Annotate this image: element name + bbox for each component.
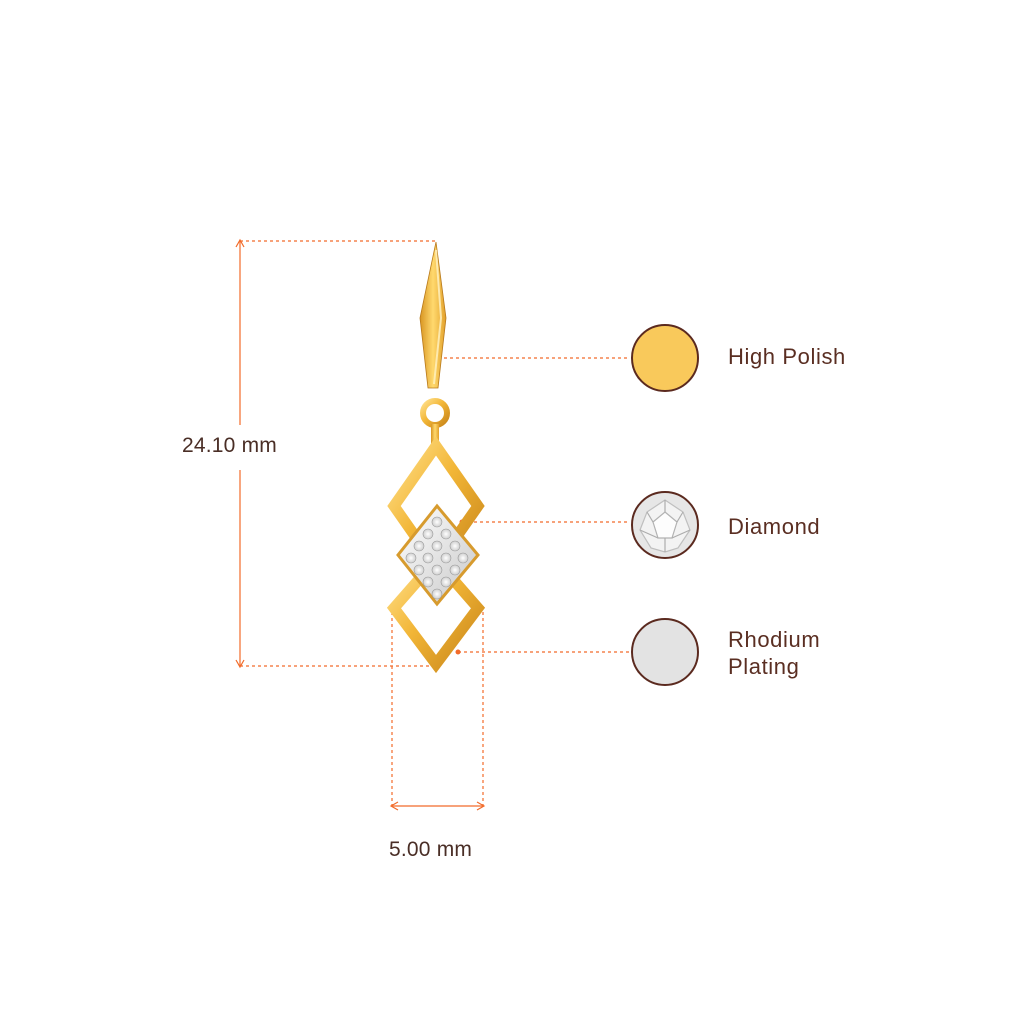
earring-illustration (386, 241, 486, 674)
callout-leaders (432, 357, 630, 653)
earring-spike (419, 241, 447, 389)
material-label-diamond: Diamond (728, 514, 821, 539)
width-arrow-right (476, 801, 486, 811)
height-dimension (235, 238, 440, 669)
earring-lower-frame (386, 551, 486, 674)
swatch-diamond (631, 491, 699, 559)
height-dimension-label: 24.10 mm (182, 434, 277, 457)
height-arrow-top (235, 238, 245, 248)
height-arrow-bottom (235, 659, 245, 669)
width-dimension (389, 606, 486, 811)
swatch-high-polish (631, 324, 699, 392)
earring-jump-ring (420, 398, 450, 428)
diamond-facets-icon (639, 499, 691, 553)
material-label-rhodium: Rhodium Plating (728, 627, 821, 679)
material-label-high-polish: High Polish (728, 344, 846, 369)
swatch-rhodium (631, 618, 699, 686)
earring-diamond-setting (396, 503, 480, 607)
earring-pave-stones (405, 516, 469, 600)
width-arrow-left (389, 801, 399, 811)
width-dimension-label: 5.00 mm (389, 838, 473, 861)
